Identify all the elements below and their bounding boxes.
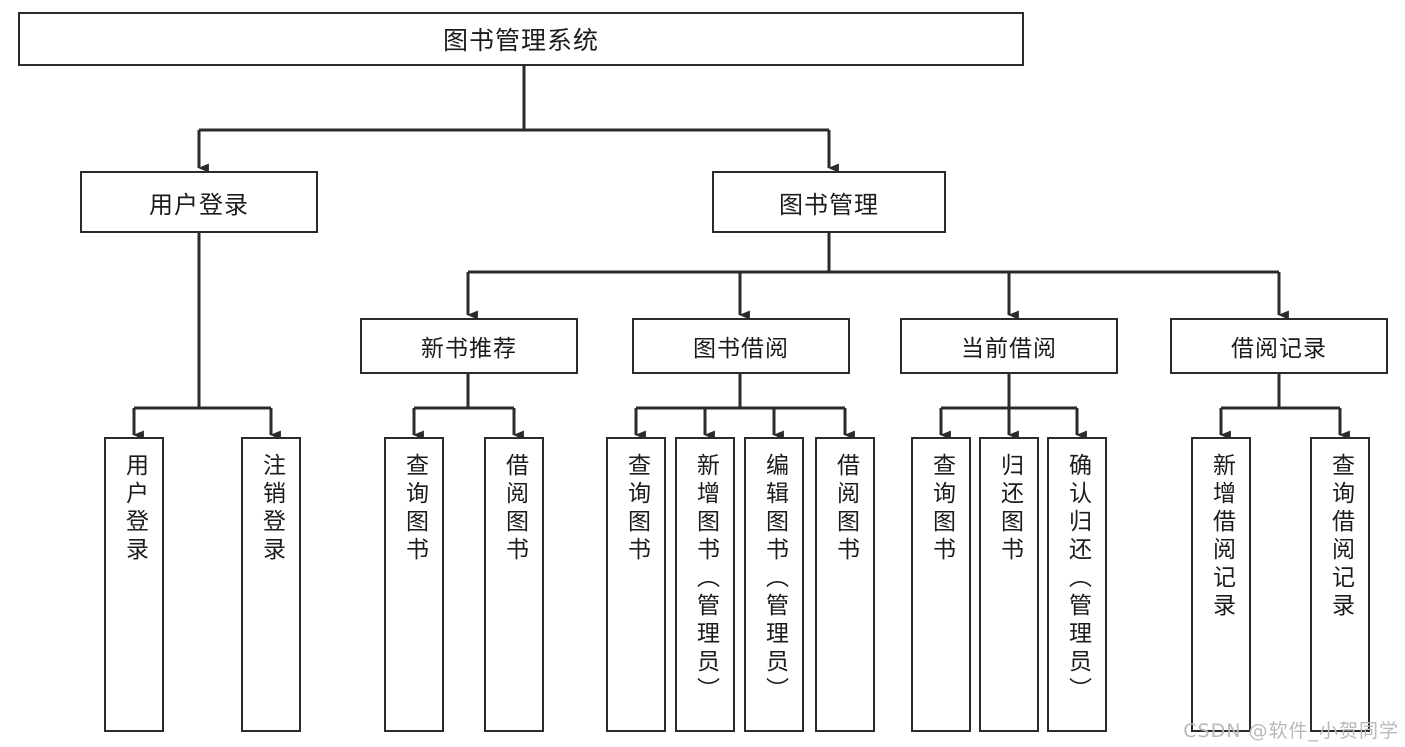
node-label: 用户登录 (149, 190, 249, 219)
node-label: 借阅图书 (832, 453, 859, 565)
node-label: 查询借阅记录 (1327, 453, 1354, 621)
node-book-borrow[interactable]: 图书借阅 (632, 318, 850, 374)
node-root-system[interactable]: 图书管理系统 (18, 12, 1024, 66)
node-label: 归还图书 (996, 453, 1023, 565)
node-label: 注销登录 (258, 453, 285, 565)
node-label: 确认归还（管理员） (1064, 453, 1091, 705)
node-label: 查询图书 (401, 453, 428, 565)
node-label: 图书管理 (779, 190, 879, 219)
leaf-logout[interactable]: 注销登录 (241, 437, 301, 732)
leaf-query-book-borrow[interactable]: 查询图书 (606, 437, 666, 732)
leaf-add-borrow-record[interactable]: 新增借阅记录 (1191, 437, 1251, 732)
leaf-add-book-admin[interactable]: 新增图书（管理员） (675, 437, 735, 732)
node-label: 图书借阅 (693, 336, 789, 362)
node-user-login[interactable]: 用户登录 (80, 171, 318, 233)
node-label: 借阅记录 (1231, 336, 1327, 362)
node-label: 新增图书（管理员） (692, 453, 719, 705)
node-label: 编辑图书（管理员） (761, 453, 788, 705)
leaf-user-login[interactable]: 用户登录 (104, 437, 164, 732)
node-label: 借阅图书 (501, 453, 528, 565)
leaf-query-book-current[interactable]: 查询图书 (911, 437, 971, 732)
leaf-confirm-return-admin[interactable]: 确认归还（管理员） (1047, 437, 1107, 732)
leaf-query-book-recommend[interactable]: 查询图书 (384, 437, 444, 732)
node-label: 新增借阅记录 (1208, 453, 1235, 621)
leaf-edit-book-admin[interactable]: 编辑图书（管理员） (744, 437, 804, 732)
node-label: 新书推荐 (421, 336, 517, 362)
node-label: 用户登录 (121, 453, 148, 565)
node-current-borrow[interactable]: 当前借阅 (900, 318, 1118, 374)
node-label: 当前借阅 (961, 336, 1057, 362)
node-label: 图书管理系统 (442, 26, 599, 55)
leaf-borrow-book[interactable]: 借阅图书 (815, 437, 875, 732)
leaf-return-book[interactable]: 归还图书 (979, 437, 1039, 732)
watermark: CSDN @软件_小贺同学 (1183, 720, 1399, 742)
node-borrow-record[interactable]: 借阅记录 (1170, 318, 1388, 374)
node-book-management[interactable]: 图书管理 (712, 171, 946, 233)
node-label: 查询图书 (623, 453, 650, 565)
leaf-borrow-book-recommend[interactable]: 借阅图书 (484, 437, 544, 732)
node-new-book-recommend[interactable]: 新书推荐 (360, 318, 578, 374)
node-label: 查询图书 (928, 453, 955, 565)
leaf-query-borrow-record[interactable]: 查询借阅记录 (1310, 437, 1370, 732)
